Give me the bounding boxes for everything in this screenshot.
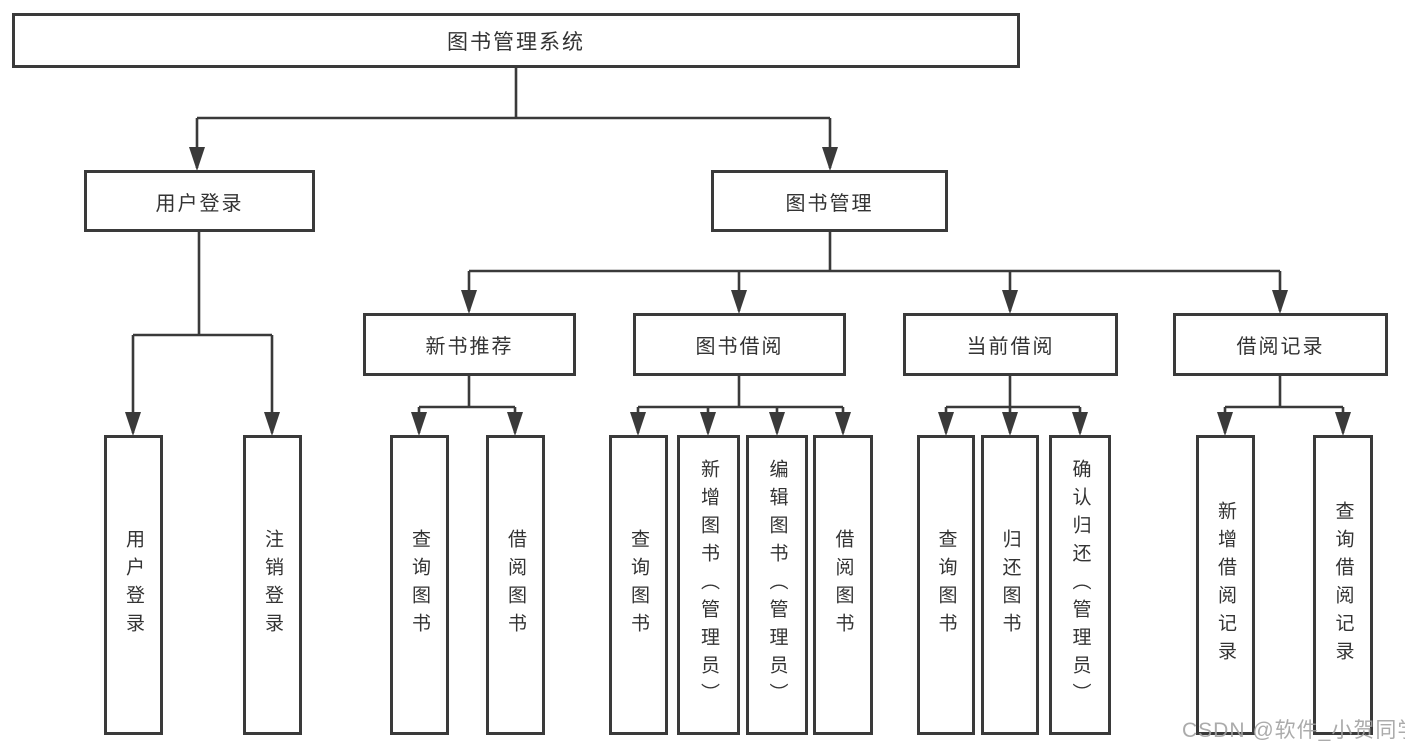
node-label: 确认归还（管理员） — [1069, 459, 1091, 711]
node-label: 新增图书（管理员） — [698, 459, 719, 711]
leaf-user-login: 用户登录 — [104, 435, 163, 735]
node-current-borrowing: 当前借阅 — [903, 313, 1118, 376]
node-label: 查询图书 — [935, 529, 957, 641]
leaf-borrowing-query-books: 查询图书 — [609, 435, 668, 735]
leaf-borrowing-edit-books-admin: 编辑图书（管理员） — [746, 435, 808, 735]
leaf-records-add-borrow-record: 新增借阅记录 — [1196, 435, 1255, 735]
node-library-management-system: 图书管理系统 — [12, 13, 1020, 68]
leaf-records-query-borrow-record: 查询借阅记录 — [1313, 435, 1373, 735]
node-label: 图书借阅 — [695, 336, 784, 358]
node-label: 当前借阅 — [966, 336, 1055, 358]
node-label: 注销登录 — [262, 529, 283, 641]
leaf-borrowing-add-books-admin: 新增图书（管理员） — [677, 435, 740, 735]
node-label: 图书管理 — [785, 192, 874, 215]
node-label: 查询图书 — [409, 529, 430, 641]
node-book-management: 图书管理 — [711, 170, 948, 232]
leaf-borrowing-borrow-books: 借阅图书 — [813, 435, 873, 735]
leaf-current-confirm-return-admin: 确认归还（管理员） — [1049, 435, 1111, 735]
arrowheads — [125, 147, 1351, 436]
node-label: 归还图书 — [999, 529, 1021, 641]
node-label: 新书推荐 — [425, 336, 514, 358]
node-label: 新增借阅记录 — [1215, 501, 1236, 669]
node-label: 借阅图书 — [505, 529, 526, 641]
leaf-newbooks-query-books: 查询图书 — [390, 435, 449, 735]
node-label: 查询借阅记录 — [1332, 501, 1354, 669]
leaf-current-query-books: 查询图书 — [917, 435, 975, 735]
node-label: 用户登录 — [155, 192, 244, 215]
csdn-watermark: CSDN @软件_小贺同学 — [1182, 719, 1405, 742]
node-new-book-recommend: 新书推荐 — [363, 313, 576, 376]
node-label: 借阅图书 — [832, 529, 854, 641]
leaf-logout: 注销登录 — [243, 435, 302, 735]
node-label: 图书管理系统 — [447, 30, 585, 54]
node-label: 编辑图书（管理员） — [766, 459, 788, 711]
node-label: 查询图书 — [628, 529, 649, 641]
node-label: 用户登录 — [123, 529, 144, 641]
leaf-current-return-books: 归还图书 — [981, 435, 1039, 735]
leaf-newbooks-borrow-books: 借阅图书 — [486, 435, 545, 735]
node-label: 借阅记录 — [1236, 336, 1325, 358]
node-borrowing-records: 借阅记录 — [1173, 313, 1388, 376]
node-book-borrowing: 图书借阅 — [633, 313, 846, 376]
node-user-login: 用户登录 — [84, 170, 315, 232]
